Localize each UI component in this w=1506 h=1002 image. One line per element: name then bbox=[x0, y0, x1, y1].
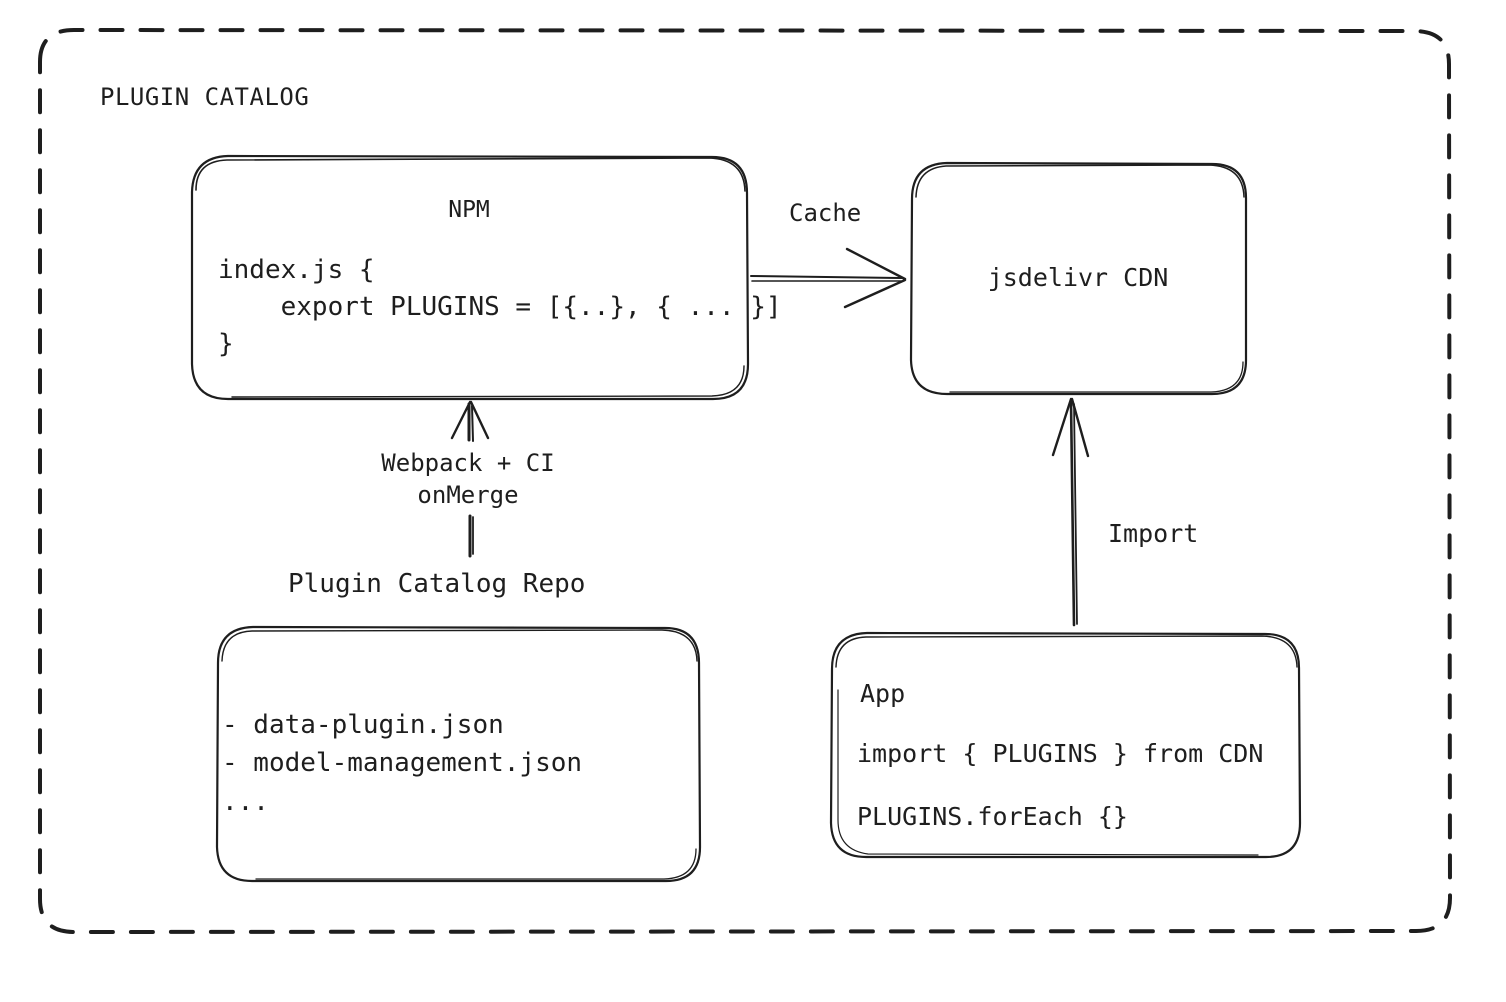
app-node-import-line: import { PLUGINS } from CDN bbox=[857, 739, 1264, 768]
app-node-title: App bbox=[860, 679, 906, 708]
edge-label-import: Import bbox=[1108, 519, 1199, 548]
container-title: PLUGIN CATALOG bbox=[100, 83, 310, 111]
edge-label-webpack-ci: Webpack + CI onMerge bbox=[381, 449, 555, 510]
edge-label-cache: Cache bbox=[789, 199, 862, 227]
app-node-foreach-line: PLUGINS.forEach {} bbox=[857, 802, 1128, 831]
repo-node-label: Plugin Catalog Repo bbox=[288, 569, 586, 599]
npm-node-code: index.js { export PLUGINS = [{..}, { ...… bbox=[218, 255, 782, 359]
repo-node-file-list: - data-plugin.json - model-management.js… bbox=[222, 710, 583, 817]
cdn-node-title: jsdelivr CDN bbox=[987, 263, 1169, 292]
npm-node-title: NPM bbox=[448, 197, 490, 223]
edge-app-to-cdn bbox=[1051, 397, 1090, 627]
